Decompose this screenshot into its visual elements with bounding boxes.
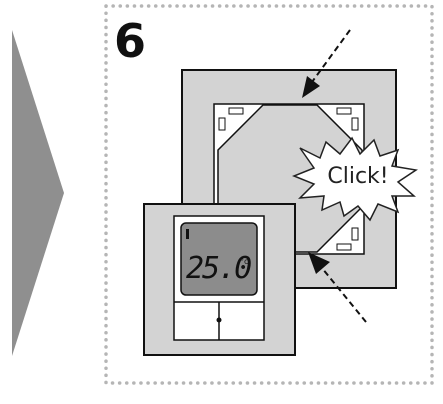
mounting-clip	[228, 107, 244, 115]
temperature-readout: 25.0	[186, 251, 252, 286]
mounting-clip	[218, 117, 226, 131]
button-center-dot	[216, 317, 222, 323]
click-callout-text: Click!	[327, 164, 389, 189]
press-arrow-top	[302, 29, 351, 98]
lcd-screen	[180, 222, 258, 296]
mounting-clip	[336, 107, 352, 115]
arrowhead-icon	[308, 252, 330, 274]
thermostat-left-button[interactable]	[175, 303, 218, 339]
thermostat-frame	[143, 203, 296, 356]
step-number: 6	[114, 14, 147, 68]
click-starburst	[291, 136, 418, 222]
direction-arrow	[12, 30, 64, 356]
mounting-clip	[351, 227, 359, 241]
temperature-unit: °c	[240, 257, 249, 266]
step-box-border	[104, 4, 434, 385]
mounting-clip	[351, 117, 359, 131]
press-arrow-bottom	[308, 252, 367, 323]
mounting-clip	[336, 243, 352, 251]
lcd-indicator	[186, 229, 189, 239]
arrowhead-icon	[302, 76, 320, 98]
thermostat-right-button[interactable]	[220, 303, 263, 339]
